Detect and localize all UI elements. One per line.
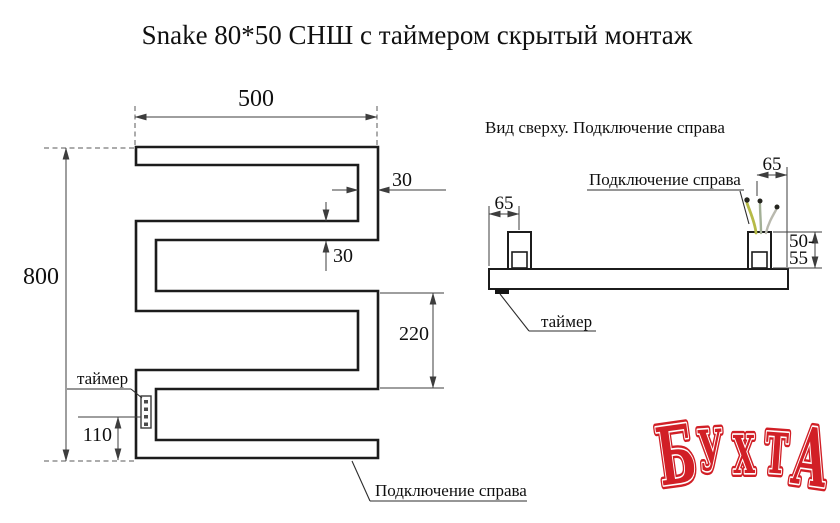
timer-label-front: таймер [77, 369, 128, 388]
callout-leader [351, 460, 371, 502]
buhta-logo: Б Б У У Х Х Т Т А А [648, 404, 839, 510]
connection-callout-top: Подключение справа [587, 170, 750, 225]
wire-gray [764, 208, 778, 235]
timer-callout-top: таймер [499, 293, 596, 332]
callout-leader [739, 190, 750, 225]
wire-tip [774, 204, 780, 210]
timer-dot [144, 415, 148, 419]
wire-yellow-green [745, 201, 758, 235]
drawing-title: Snake 80*50 СНШ с таймером скрытый монта… [142, 20, 693, 50]
dim-width-label: 500 [238, 86, 274, 112]
dim-tube-width-label: 30 [392, 169, 412, 191]
right-bracket [747, 231, 772, 270]
timer-callout-front: таймер [67, 369, 143, 399]
snake-tube-outline [134, 145, 380, 460]
dim-loop-gap-220: 220 [380, 292, 444, 389]
dim-tube-width-30: 30 [332, 169, 446, 194]
wire-tip [757, 198, 763, 204]
wire-tip [744, 197, 750, 203]
timer-mark-top-view [495, 289, 509, 294]
timer-label-top: таймер [541, 312, 592, 331]
top-view: Вид сверху. Подключение справа 65 [485, 118, 822, 332]
dim-tube-height-label: 30 [333, 245, 353, 267]
callout-leader [499, 293, 530, 332]
logo-letter-group: А А [784, 406, 839, 510]
logo-letter-group: Х Х [730, 422, 758, 489]
bracket-foot [511, 251, 528, 269]
connection-label-top: Подключение справа [589, 170, 741, 189]
callout-leader [130, 388, 143, 399]
connection-label-front: Подключение справа [375, 481, 527, 500]
connection-wires [744, 197, 780, 235]
logo-letter-group: У У [693, 414, 729, 487]
dim-wall-distance-50-55: 50- 55 [773, 231, 822, 269]
dim-width-500: 500 [134, 86, 378, 146]
dim-left-offset-label: 65 [495, 193, 514, 214]
front-view: 500 800 30 30 220 [23, 86, 527, 502]
logo-letter: Х [733, 425, 755, 486]
dim-height-label: 800 [23, 264, 59, 290]
dim-left-offset-65: 65 [488, 193, 520, 266]
dim-right-offset-label: 65 [763, 154, 782, 175]
dim-loop-gap-label: 220 [399, 323, 429, 345]
timer-dot [144, 400, 148, 404]
dim-right-offset-65: 65 [756, 154, 788, 267]
bracket-foot [751, 251, 768, 269]
dim-height-800: 800 [23, 147, 134, 462]
left-bracket [507, 231, 532, 270]
timer-dot [144, 407, 148, 411]
logo-letter: У [696, 417, 726, 484]
dim-wall-distance-label-2: 55 [789, 248, 808, 269]
timer-unit [140, 395, 152, 429]
dim-timer-offset-label: 110 [83, 424, 112, 446]
logo-letter: Т [763, 420, 791, 487]
timer-dot [144, 422, 148, 426]
logo-letter-group: Т Т [760, 417, 794, 490]
tube-top-view [488, 268, 789, 290]
timer-box [140, 395, 152, 429]
connection-callout-front: Подключение справа [351, 460, 527, 502]
dim-timer-offset-110: 110 [78, 416, 141, 461]
dim-tube-height-30: 30 [322, 202, 353, 271]
dim-wall-distance-label-1: 50- [789, 231, 814, 252]
logo-letter-outline: Х [733, 425, 755, 486]
wire-green-gray [758, 202, 763, 235]
top-view-heading: Вид сверху. Подключение справа [485, 118, 725, 137]
